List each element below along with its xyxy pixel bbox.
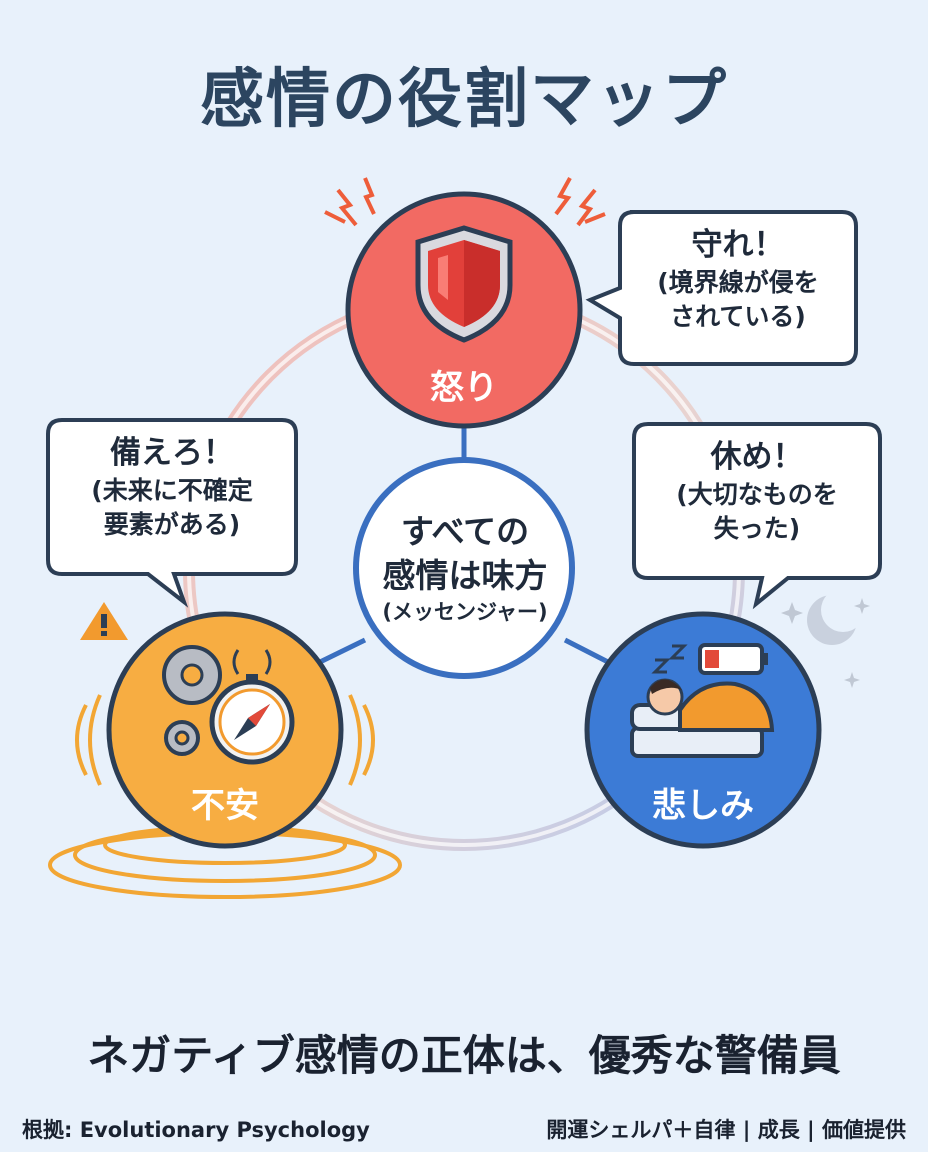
anxiety-message-line-2: 要素がある) [103, 510, 241, 539]
center-line-1: すべての [400, 512, 530, 551]
center-message: すべての 感情は味方 (メッセンジャー) [350, 510, 580, 626]
center-line-3: (メッセンジャー) [382, 600, 548, 624]
tagline: ネガティブ感情の正体は、優秀な警備員 [87, 1031, 841, 1080]
connector-lines [318, 425, 610, 665]
sleep-z-icon [651, 644, 688, 674]
anger-message: 守れ！ (境界線が侵を されている) [622, 224, 854, 334]
anxiety-bubble [46, 418, 298, 608]
anger-bubble [585, 210, 858, 366]
anger-label: 怒り [430, 368, 498, 408]
gears-compass-icon [162, 645, 295, 765]
sadness-label: 悲しみ [652, 786, 754, 826]
sadness-message-line-1: (大切なものを [676, 480, 838, 509]
center-circle [353, 457, 575, 679]
moon-icon [781, 588, 870, 688]
footer-source: 根拠: Evolutionary Psychology [22, 1118, 370, 1142]
spark-icon [324, 177, 606, 227]
anxiety-message-head: 備えろ！ [110, 435, 234, 471]
sleeping-person-icon [630, 643, 775, 758]
sadness-message-line-2: 失った) [713, 514, 801, 543]
anger-message-line-1: (境界線が侵を [657, 268, 819, 297]
warning-icon [80, 602, 128, 640]
anger-node [324, 177, 606, 429]
anxiety-message-line-1: (未来に不確定 [91, 476, 253, 505]
page-title: 感情の役割マップ [200, 63, 728, 137]
shield-icon [415, 225, 513, 343]
anger-message-head: 守れ！ [691, 227, 785, 263]
sadness-node [584, 588, 870, 849]
anxiety-node [48, 602, 402, 899]
anxiety-message: 備えろ！ (未来に不確定 要素がある) [50, 432, 294, 542]
anxiety-label: 不安 [191, 786, 259, 826]
sadness-message-head: 休め！ [710, 439, 804, 475]
sadness-bubble [632, 422, 882, 610]
anger-message-line-2: されている) [670, 302, 806, 331]
center-line-2: 感情は味方 [382, 556, 548, 595]
sadness-message: 休め！ (大切なものを 失った) [636, 436, 878, 546]
footer-brand: 開運シェルパ＋自律 | 成長 | 価値提供 [546, 1118, 906, 1142]
